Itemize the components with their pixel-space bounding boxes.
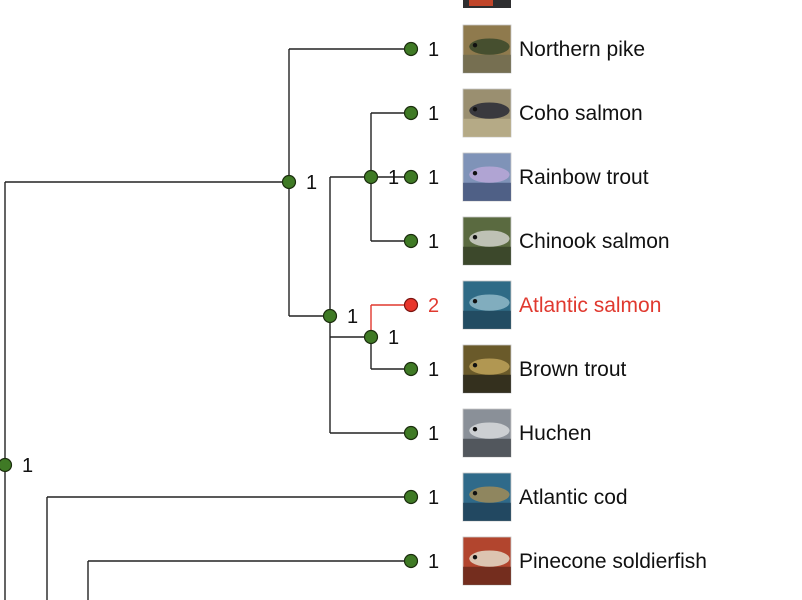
tree-leaf-northern-pike[interactable]: 1 Northern pike (403, 24, 646, 74)
leaf-count: 1 (428, 551, 439, 573)
internal-node-dot[interactable] (363, 329, 379, 345)
leaf-count: 1 (428, 231, 439, 253)
leaf-count: 1 (428, 359, 439, 381)
internal-n-salmonids[interactable]: 1 (281, 172, 318, 194)
leaf-node-dot[interactable] (403, 41, 419, 57)
leaf-node-dot[interactable] (403, 233, 419, 249)
leaf-label: Pinecone soldierfish (519, 550, 707, 573)
leaf-label: Chinook salmon (519, 230, 670, 253)
atlantic-cod-photo (462, 472, 512, 522)
internal-node-dot[interactable] (0, 457, 13, 473)
leaf-label: Coho salmon (519, 102, 643, 125)
leaf-count: 2 (428, 295, 439, 317)
leaf-count: 1 (428, 423, 439, 445)
internal-node-dot[interactable] (363, 169, 379, 185)
leaf-count: 1 (428, 167, 439, 189)
internal-node-count: 1 (22, 455, 33, 477)
tree-leaf-coho-salmon[interactable]: 1 Coho salmon (403, 88, 643, 138)
internal-node-count: 1 (388, 327, 399, 349)
leaf-label: Northern pike (519, 38, 645, 61)
leaf-label: Atlantic salmon (519, 294, 661, 317)
leaf-label: Rainbow trout (519, 166, 649, 189)
leaf-count: 1 (428, 39, 439, 61)
atlantic-salmon-photo (462, 280, 512, 330)
leaf-node-dot[interactable] (403, 425, 419, 441)
chinook-salmon-photo (462, 216, 512, 266)
brown-trout-photo (462, 344, 512, 394)
internal-n-atlantic-brown[interactable]: 1 (363, 327, 400, 349)
leaf-count: 1 (428, 103, 439, 125)
rainbow-trout-photo (462, 152, 512, 202)
northern-pike-photo (462, 24, 512, 74)
partial-leaf-top (463, 0, 511, 8)
internal-node-dot[interactable] (281, 174, 297, 190)
internal-node-count: 1 (347, 306, 358, 328)
tree-leaf-chinook-salmon[interactable]: 1 Chinook salmon (403, 216, 670, 266)
tree-leaf-rainbow-trout[interactable]: 1 Rainbow trout (403, 152, 649, 202)
leaf-node-dot[interactable] (403, 105, 419, 121)
leaf-node-dot[interactable] (403, 553, 419, 569)
tree-leaf-atlantic-cod[interactable]: 1 Atlantic cod (403, 472, 628, 522)
coho-salmon-photo (462, 88, 512, 138)
internal-n-salmo-huchen[interactable]: 1 (322, 306, 359, 328)
tree-leaf-atlantic-salmon[interactable]: 2 Atlantic salmon (403, 280, 662, 330)
pinecone-soldierfish-photo (462, 536, 512, 586)
internal-node-dot[interactable] (322, 308, 338, 324)
internal-n-coho-rainbow-chinook[interactable]: 1 (363, 167, 400, 189)
leaf-count: 1 (428, 487, 439, 509)
internal-node-count: 1 (388, 167, 399, 189)
tree-leaf-pinecone-soldierfish[interactable]: 1 Pinecone soldierfish (403, 536, 707, 586)
tree-internal-nodes: 1 1 1 1 1 (0, 167, 399, 477)
leaf-node-dot[interactable] (403, 297, 419, 313)
leaf-node-dot[interactable] (403, 489, 419, 505)
leaf-label: Brown trout (519, 358, 627, 381)
leaf-node-dot[interactable] (403, 169, 419, 185)
tree-leaf-brown-trout[interactable]: 1 Brown trout (403, 344, 627, 394)
huchen-photo (462, 408, 512, 458)
internal-n-root[interactable]: 1 (0, 455, 33, 477)
tree-leaf-huchen[interactable]: 1 Huchen (403, 408, 592, 458)
leaf-node-dot[interactable] (403, 361, 419, 377)
internal-node-count: 1 (306, 172, 317, 194)
leaf-label: Atlantic cod (519, 486, 628, 509)
partial-thumbnail-fish (469, 0, 493, 6)
leaf-label: Huchen (519, 422, 591, 445)
